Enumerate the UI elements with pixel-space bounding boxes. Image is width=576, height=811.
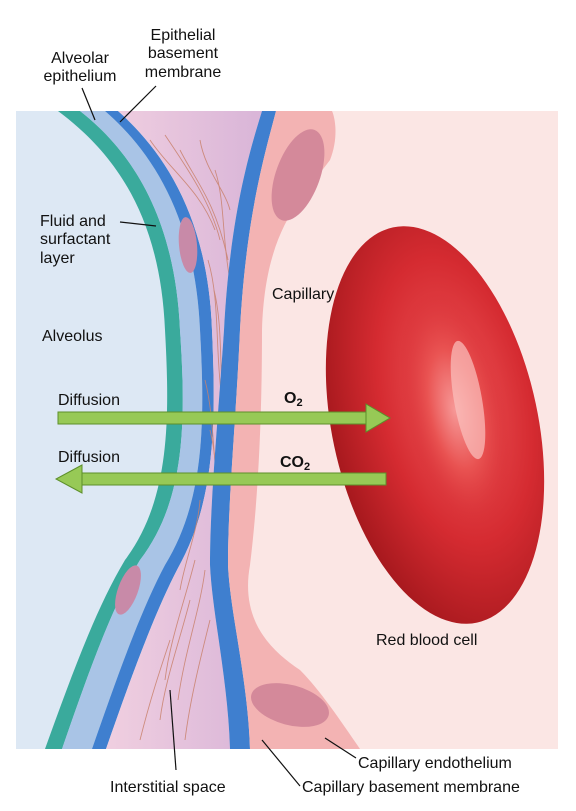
interstitial-space-region: [106, 111, 262, 749]
label-diffusion-top: Diffusion: [58, 392, 120, 409]
label-alveolar-line2: epithelium: [43, 68, 117, 86]
red-blood-cell: [325, 226, 545, 624]
label-o2-subscript: 2: [296, 397, 303, 409]
label-fluid-line3: layer: [40, 249, 75, 267]
o2-diffusion-arrow: [57, 403, 391, 433]
leader-capillary-basement: [261, 739, 301, 787]
leader-alveolar-epithelium: [81, 87, 96, 121]
label-alveolar-epithelium: Alveolar epithelium: [30, 50, 130, 87]
label-capillary-endothelium: Capillary endothelium: [358, 755, 512, 772]
leader-epithelial-basement: [119, 85, 157, 123]
capillary-endothelium-layer: [228, 111, 360, 749]
label-capillary: Capillary: [272, 286, 335, 303]
epithelial-nucleus-top: [178, 217, 198, 273]
label-co2-subscript: 2: [304, 461, 311, 473]
label-fluid-line1: Fluid and: [40, 213, 106, 230]
leader-interstitial: [169, 689, 177, 771]
label-co2: CO2: [280, 454, 310, 474]
epithelial-nucleus-bottom: [115, 565, 141, 615]
endothelial-nucleus-top: [271, 129, 325, 221]
label-co2-text: CO: [280, 454, 304, 471]
label-ebm-line1: Epithelial: [150, 27, 216, 44]
label-o2-text: O: [284, 390, 297, 407]
label-ebm-line2: basement: [147, 45, 219, 63]
capillary-basement-membrane: [210, 111, 276, 749]
label-alveolus: Alveolus: [42, 328, 103, 345]
label-fluid-line2: surfactant: [40, 231, 111, 249]
label-red-blood-cell: Red blood cell: [376, 632, 478, 649]
leader-fluid-surfactant: [119, 221, 157, 227]
label-interstitial-space: Interstitial space: [110, 779, 226, 796]
label-fluid-surfactant: Fluid and surfactant layer: [40, 213, 110, 268]
label-capillary-basement-membrane: Capillary basement membrane: [302, 779, 520, 796]
label-o2: O2: [284, 390, 303, 410]
leader-lines: [81, 85, 357, 787]
label-diffusion-bottom: Diffusion: [58, 449, 120, 466]
co2-diffusion-arrow: [54, 464, 387, 494]
endothelial-nucleus-bottom: [251, 683, 329, 727]
label-ebm-line3: membrane: [144, 63, 222, 81]
label-epithelial-basement-membrane: Epithelial basement membrane: [128, 27, 238, 82]
epithelial-basement-membrane: [92, 111, 214, 749]
epithelial-basement-band: [62, 111, 203, 749]
leader-capillary-endothelium: [324, 737, 357, 759]
label-alveolar-line1: Alveolar: [51, 50, 109, 67]
